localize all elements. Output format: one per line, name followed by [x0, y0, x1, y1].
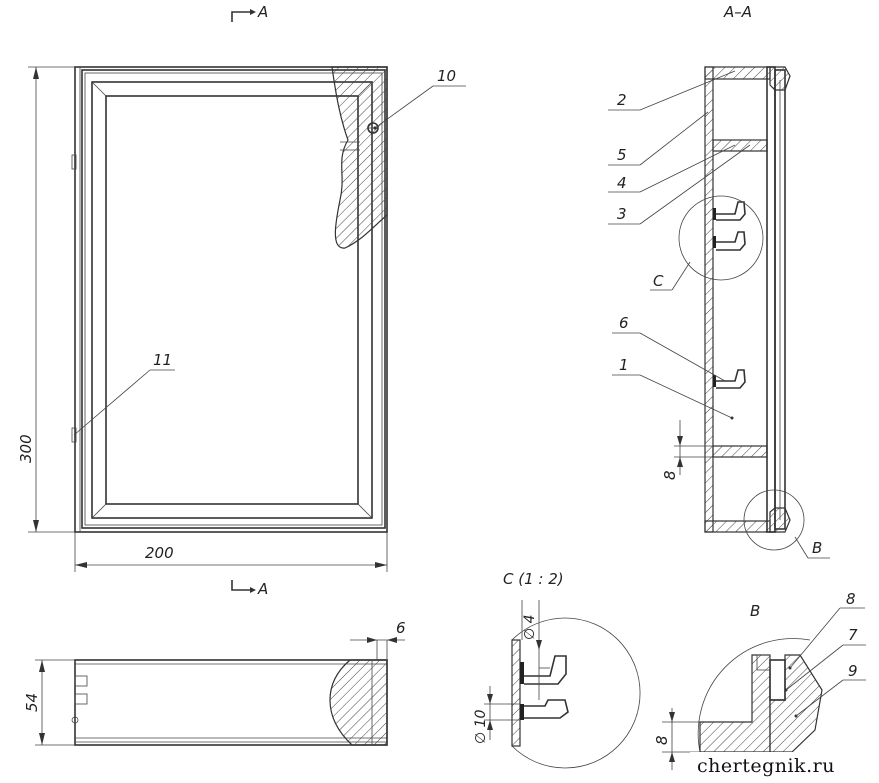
dimension-shelf: 8 — [661, 420, 713, 480]
front-view — [71, 66, 388, 533]
callout-11: 11 — [73, 351, 175, 436]
callout-4: 4 — [608, 144, 736, 193]
callout-10-label: 10 — [437, 67, 456, 85]
detail-c: C (1 : 2) ∅ 4 ∅ 10 — [473, 570, 641, 769]
dimension-height-label: 300 — [17, 434, 35, 463]
section-view-a-a: A–A — [678, 3, 805, 551]
callout-6-label: 6 — [619, 314, 629, 332]
callout-c-label: C — [653, 272, 664, 290]
callout-8-label: 8 — [846, 590, 856, 608]
dimension-height: 300 — [17, 66, 75, 533]
dimension-depth-label: 54 — [23, 693, 41, 712]
dimension-depth: 54 — [23, 659, 75, 746]
callout-1: 1 — [612, 356, 734, 420]
dimension-width: 200 — [74, 532, 388, 572]
callout-4-label: 4 — [617, 174, 627, 192]
watermark: chertegnik.ru — [697, 755, 835, 777]
detail-b: B 8 7 9 8 — [653, 590, 866, 770]
callout-9-label: 9 — [848, 662, 858, 680]
callout-5: 5 — [608, 111, 709, 166]
section-title: A–A — [723, 3, 752, 21]
detail-b-offset-label: 8 — [653, 735, 671, 745]
callout-2-label: 2 — [617, 91, 627, 109]
detail-c-hole-diameter: ∅ 4 — [522, 614, 538, 640]
callout-b-label: B — [812, 539, 822, 557]
dimension-thickness-label: 6 — [396, 619, 406, 637]
callout-10: 10 — [373, 67, 466, 130]
detail-c-title: C (1 : 2) — [503, 570, 564, 588]
hook-lower — [713, 369, 746, 389]
callout-b: B — [794, 536, 830, 559]
section-arrow-top: A — [231, 3, 268, 22]
callout-5-label: 5 — [617, 146, 627, 164]
callout-7-label: 7 — [848, 626, 858, 644]
callout-2: 2 — [608, 70, 736, 111]
callout-3: 3 — [608, 144, 751, 225]
hook-upper-b — [713, 231, 746, 251]
dimension-shelf-label: 8 — [661, 470, 679, 480]
hook-upper-a — [713, 201, 746, 221]
callout-1-label: 1 — [619, 356, 629, 374]
detail-b-title: B — [750, 602, 760, 620]
top-view — [71, 659, 388, 746]
callout-c: C — [650, 261, 691, 291]
section-arrow-bottom: A — [231, 580, 268, 598]
section-arrow-bottom-label: A — [257, 580, 268, 598]
dimension-thickness: 6 — [350, 619, 406, 660]
callout-6: 6 — [612, 314, 726, 382]
dimension-width-label: 200 — [145, 544, 174, 562]
callout-3-label: 3 — [617, 205, 627, 223]
section-arrow-top-label: A — [257, 3, 268, 21]
callout-11-label: 11 — [153, 351, 172, 369]
detail-c-hook-diameter: ∅ 10 — [473, 709, 489, 744]
